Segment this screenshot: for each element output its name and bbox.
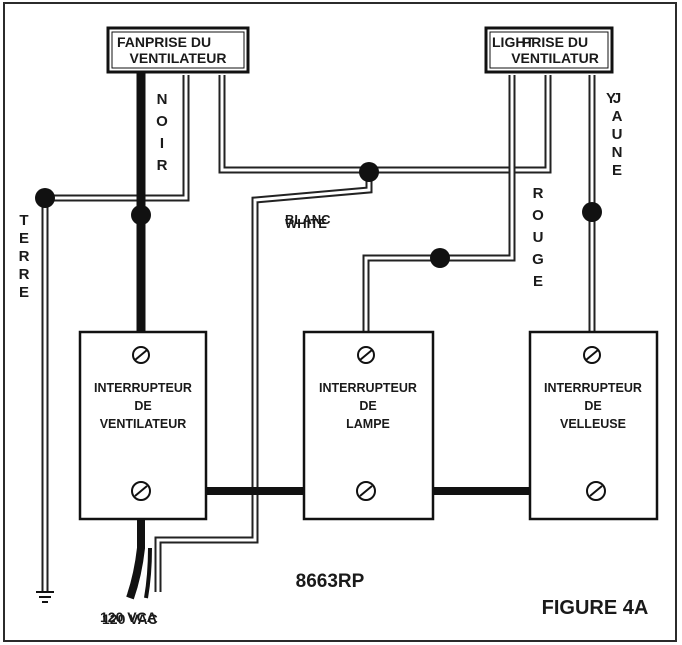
terminal-screws (131, 346, 606, 501)
night-switch-label: INTERRUPTEUR DE VELLEUSE (544, 381, 642, 431)
light-plug-label-line2: VENTILATUR (511, 50, 599, 66)
screw-icon (586, 481, 606, 501)
svg-text:DE: DE (584, 399, 601, 413)
ground-wire (41, 75, 190, 592)
svg-text:I: I (160, 135, 164, 152)
fan-plug-overlay-label: FAN (117, 34, 145, 50)
black-supply-wire (126, 491, 145, 600)
svg-text:O: O (532, 207, 544, 224)
supply-label-fr: 120 VCA (100, 609, 157, 625)
svg-text:E: E (19, 284, 29, 301)
rouge-label: R O U G E (532, 185, 544, 290)
svg-text:U: U (612, 126, 623, 143)
figure-caption: FIGURE 4A (542, 597, 649, 619)
supply-wire-end (144, 547, 152, 599)
svg-text:R: R (157, 157, 168, 174)
figure-frame (3, 2, 677, 642)
white-label: WHITE (285, 216, 327, 231)
fan-plug-box (106, 26, 250, 74)
blanc-label: BLANC (285, 212, 331, 227)
svg-text:O: O (156, 113, 168, 130)
svg-text:E: E (533, 273, 543, 290)
svg-text:E: E (19, 230, 29, 247)
svg-text:R: R (533, 185, 544, 202)
light-plug-label-line1: PRISE DU (522, 34, 588, 50)
svg-text:T: T (19, 212, 28, 229)
svg-text:E: E (612, 162, 622, 179)
white-supply-wire (154, 170, 373, 592)
terre-label: T E R R E (19, 212, 30, 301)
fan-plug-label-line2: VENTILATEUR (130, 50, 227, 66)
jaune-label: Y J A U N E (606, 90, 623, 179)
svg-text:LAMPE: LAMPE (346, 417, 390, 431)
lamp-switch-label: INTERRUPTEUR DE LAMPE (319, 381, 417, 431)
neutral-junction-dot (359, 162, 379, 182)
supply-label-en: 120 VAC (102, 611, 158, 627)
svg-text:DE: DE (359, 399, 376, 413)
svg-text:DE: DE (134, 399, 151, 413)
svg-text:INTERRUPTEUR: INTERRUPTEUR (319, 381, 417, 395)
screw-icon (131, 481, 151, 501)
red-junction-dot (430, 248, 450, 268)
svg-text:A: A (612, 108, 623, 125)
fan-switch-label: INTERRUPTEUR DE VENTILATEUR (94, 381, 192, 431)
light-plug-box (484, 26, 614, 74)
svg-text:U: U (533, 229, 544, 246)
svg-text:VELLEUSE: VELLEUSE (560, 417, 626, 431)
screw-icon (583, 346, 601, 364)
svg-text:R: R (19, 248, 30, 265)
svg-text:Y: Y (606, 90, 616, 107)
svg-text:N: N (612, 144, 623, 161)
svg-text:INTERRUPTEUR: INTERRUPTEUR (544, 381, 642, 395)
screw-icon (132, 346, 150, 364)
svg-text:J: J (613, 90, 621, 107)
model-number: 8663RP (296, 571, 365, 592)
neutral-wire (218, 75, 552, 174)
svg-text:INTERRUPTEUR: INTERRUPTEUR (94, 381, 192, 395)
svg-text:VENTILATEUR: VENTILATEUR (100, 417, 187, 431)
ground-symbol (36, 591, 54, 603)
ground-junction-dot (35, 188, 55, 208)
noir-label: N O I R (156, 91, 168, 174)
light-plug-overlay-label: LIGHT (492, 34, 534, 50)
yellow-junction-dot (582, 202, 602, 222)
svg-text:R: R (19, 266, 30, 283)
svg-text:G: G (532, 251, 544, 268)
screw-icon (357, 346, 375, 364)
red-wire (362, 75, 516, 352)
screw-icon (356, 481, 376, 501)
svg-text:N: N (157, 91, 168, 108)
black-junction-dot (131, 205, 151, 225)
fan-plug-label-line1: PRISE DU (145, 34, 211, 50)
